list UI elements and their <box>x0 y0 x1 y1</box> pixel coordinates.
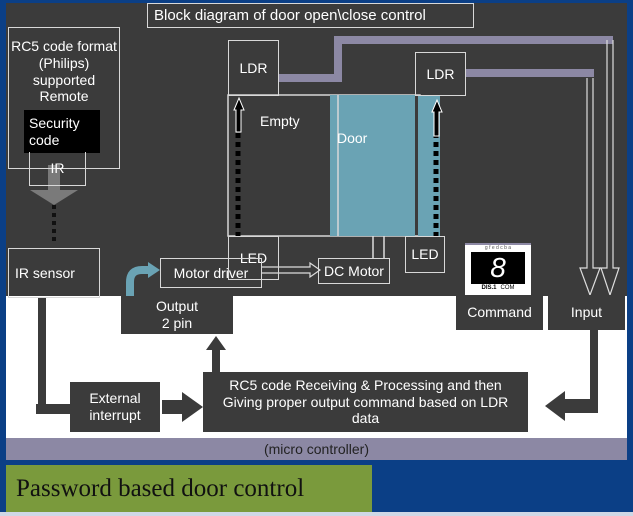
security-code-block: Security code <box>24 110 100 153</box>
external-interrupt-block: External interrupt <box>70 382 160 432</box>
door-label: Door <box>337 130 368 146</box>
ir-label: IR <box>50 160 65 177</box>
bottom-strip <box>0 512 633 516</box>
arrow-up-icon <box>431 98 443 137</box>
slide-title: Password based door control <box>6 465 372 513</box>
arrow-right-icon <box>262 261 322 279</box>
motor-driver-block: Motor driver <box>160 258 262 288</box>
led-right: LED <box>405 236 445 273</box>
remote-block: RC5 code format (Philips) supported Remo… <box>8 27 120 169</box>
diagram-title: Block diagram of door open\close control <box>147 3 474 28</box>
input-block: Input <box>548 295 625 330</box>
door-panel <box>330 95 415 236</box>
ldr-right: LDR <box>415 52 466 96</box>
ir-block: IR <box>29 152 86 186</box>
ir-sensor-block: IR sensor <box>8 248 100 298</box>
display-label: DIS.1 <box>481 285 497 291</box>
ldr-left: LDR <box>228 40 279 96</box>
empty-label: Empty <box>260 113 300 129</box>
command-block: Command <box>456 295 543 330</box>
display-com: COM <box>500 285 515 291</box>
output-block: Output 2 pin <box>121 296 233 334</box>
processing-block: RC5 code Receiving & Processing and then… <box>203 372 528 432</box>
display-pins: g f e d c b a <box>465 243 531 251</box>
arrow-up-icon <box>233 96 245 133</box>
ldr-line-left <box>278 36 613 82</box>
digit-icon: 8 <box>471 252 525 284</box>
micro-controller-bar: (micro controller) <box>6 438 627 460</box>
dc-motor-block: DC Motor <box>318 258 390 284</box>
